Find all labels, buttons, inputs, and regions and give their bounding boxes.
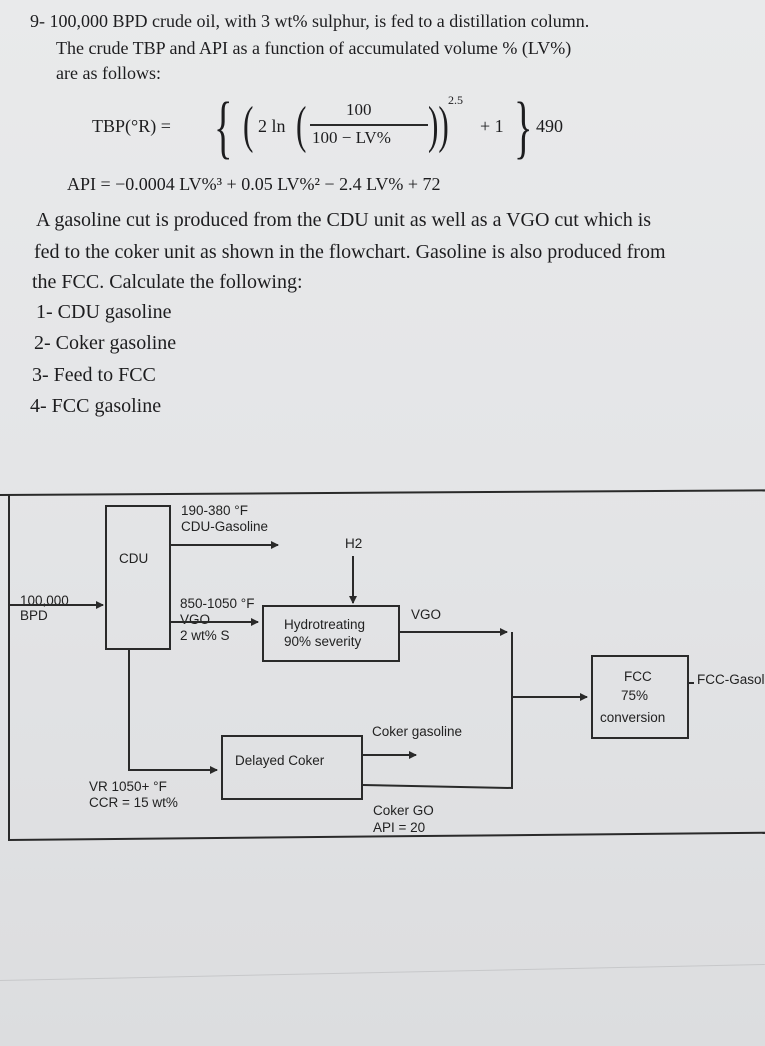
fcc-gasoline-label: FCC-Gasol: [697, 672, 765, 687]
coker-gasoline-label: Coker gasoline: [372, 724, 463, 739]
vgo-out-label: VGO: [411, 607, 442, 622]
delayed-coker-label: Delayed Coker: [235, 753, 325, 768]
right-brace: }: [514, 89, 533, 166]
fcc-conversion-label: conversion: [600, 710, 666, 725]
task-item: 1- CDU gasoline: [36, 301, 172, 323]
vgo-temp: 850-1050 °F: [180, 596, 255, 611]
tbp-denominator: 100 − LV%: [312, 128, 391, 147]
coker-go-to-fcc-arrow: [362, 632, 588, 790]
left-paren-inner: (: [296, 97, 307, 154]
hydrotreating-severity: 90% severity: [284, 634, 362, 649]
right-parens: )): [428, 97, 449, 154]
cdu-gasoline-temp: 190-380 °F: [181, 503, 248, 518]
fraction-bar: [310, 124, 428, 126]
left-brace: {: [214, 89, 233, 166]
tbp-multiplier: 490: [536, 116, 563, 136]
task-item: 4- FCC gasoline: [30, 395, 162, 417]
task-item: 2- Coker gasoline: [34, 332, 177, 354]
frame-left-border: [8, 495, 10, 840]
tbp-lhs: TBP(°R) =: [92, 116, 171, 136]
tbp-plus-one: + 1: [480, 116, 504, 136]
fcc-conversion-value: 75%: [621, 688, 649, 703]
task-item: 3- Feed to FCC: [32, 364, 156, 386]
vgo-sulphur: 2 wt% S: [180, 628, 230, 643]
delayed-coker-box: [221, 735, 363, 800]
fcc-label: FCC: [624, 669, 652, 684]
fcc-box: [591, 655, 689, 739]
tbp-exponent: 2.5: [448, 93, 463, 107]
question-line-2: The crude TBP and API as a function of a…: [56, 38, 572, 58]
feed-unit-label: BPD: [20, 608, 48, 623]
api-equation: API = −0.0004 LV%³ + 0.05 LV%² − 2.4 LV%…: [67, 174, 441, 194]
ccr-label: CCR = 15 wt%: [89, 795, 178, 810]
coker-go-label: Coker GO: [373, 803, 434, 818]
question-line-3: are as follows:: [56, 63, 161, 83]
paragraph-line-2: fed to the coker unit as shown in the fl…: [34, 241, 666, 263]
h2-label: H2: [345, 536, 363, 551]
hydrotreating-label: Hydrotreating: [284, 617, 366, 632]
tbp-coef: 2 ln: [258, 116, 286, 136]
left-paren-outer: (: [243, 97, 254, 154]
vr-label: VR 1050+ °F: [89, 779, 167, 794]
vr-to-coker-arrow: [128, 650, 218, 774]
vgo-label: VGO: [180, 612, 211, 627]
coker-go-api: API = 20: [373, 820, 426, 835]
tbp-numerator: 100: [346, 100, 372, 119]
cdu-gasoline-label: CDU-Gasoline: [181, 519, 269, 534]
question-line-1: 9- 100,000 BPD crude oil, with 3 wt% sul…: [30, 11, 590, 31]
paragraph-line-3: the FCC. Calculate the following:: [32, 271, 303, 293]
cdu-box: [105, 505, 171, 650]
hydrotreating-box: [262, 605, 400, 662]
cdu-label: CDU: [119, 551, 149, 566]
paragraph-line-1: A gasoline cut is produced from the CDU …: [36, 209, 652, 231]
